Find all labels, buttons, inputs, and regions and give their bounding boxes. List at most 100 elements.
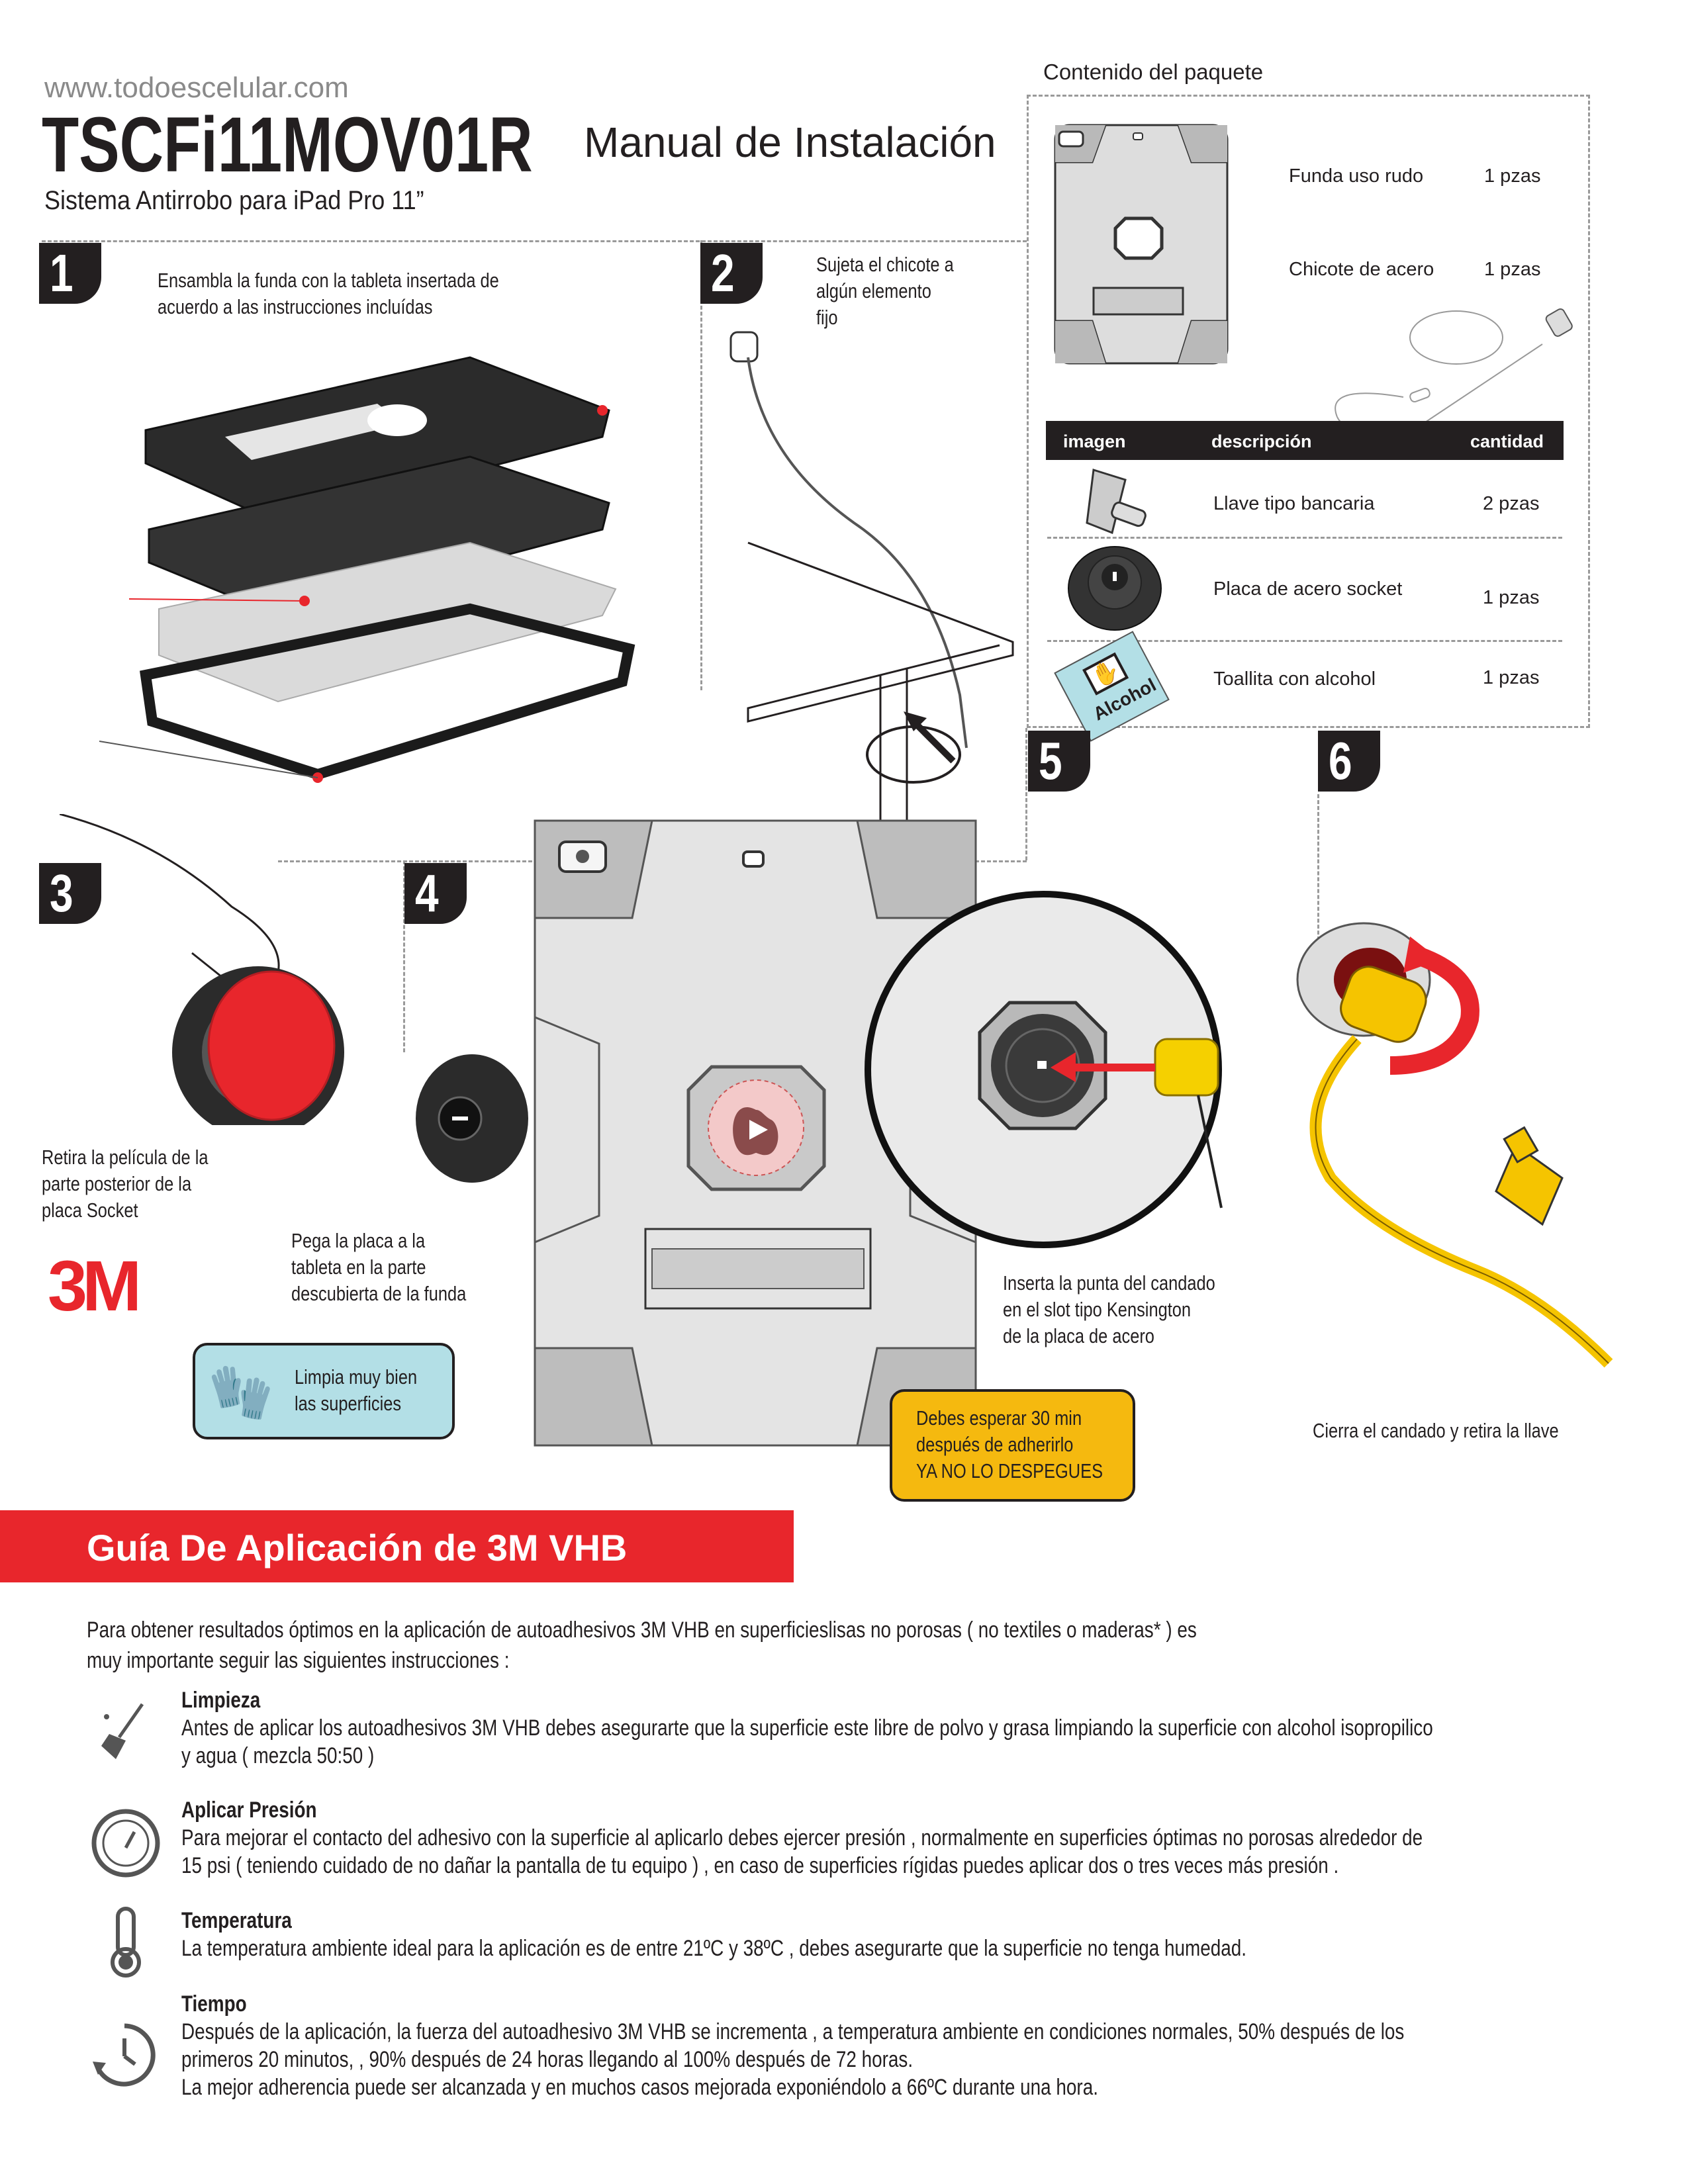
broom-icon (101, 1703, 144, 1759)
package-item-qty: 1 pzas (1484, 165, 1541, 187)
kensington-insert-zoom-illustration (865, 891, 1223, 1248)
clock-icon (93, 2023, 156, 2087)
step-4-badge: 4 (404, 863, 467, 924)
model-title-text: TSCFi11MOV01R (42, 101, 533, 189)
section-title: Limpieza (181, 1688, 261, 1713)
text-line: Después de la aplicación, la fuerza del … (181, 2019, 1405, 2044)
column-header-description: descripción (1211, 432, 1312, 451)
step-2-badge: 2 (700, 243, 763, 304)
package-title: Contenido del paquete (1043, 60, 1264, 84)
text-line: de la placa de acero (1003, 1324, 1154, 1347)
section-title: Aplicar Presión (181, 1797, 317, 1823)
step-number: 4 (415, 864, 439, 923)
socket-plate-illustration (1068, 546, 1162, 631)
step-number: 6 (1329, 731, 1352, 790)
package-item-desc: Chicote de acero (1289, 259, 1434, 280)
text-line: La mejor adherencia puede ser alcanzada … (181, 2075, 1098, 2100)
column-header-image: imagen (1063, 432, 1126, 451)
text-line: Sujeta el chicote a (816, 253, 954, 276)
step-1-text: Ensambla la funda con la tableta inserta… (158, 267, 574, 320)
text-line: primeros 20 minutos, , 90% después de 24… (181, 2047, 914, 2072)
subtitle-text: Sistema Antirrobo para iPad Pro 11” (44, 186, 424, 215)
table-divider (1047, 537, 1562, 539)
step-6-badge: 6 (1318, 731, 1380, 792)
text-line: algún elemento (816, 279, 931, 302)
text-line: descubierta de la funda (291, 1282, 467, 1305)
text-line: Debes esperar 30 min (916, 1406, 1082, 1430)
subtitle: Sistema Antirrobo para iPad Pro 11” (44, 185, 466, 216)
tablet-case-back-illustration (534, 819, 977, 1447)
divider (403, 860, 405, 1052)
step-6-text: Cierra el candado y retira la llave (1313, 1418, 1613, 1444)
text-line: Para obtener resultados óptimos en la ap… (87, 1617, 1197, 1643)
table-anchor-illustration (729, 331, 1014, 821)
guide-section-temperatura: Temperatura La temperatura ambiente idea… (181, 1907, 1480, 1962)
package-table-header: imagen descripción cantidad (1046, 421, 1564, 460)
clean-tip-text: Limpia muy bien las superficies (295, 1364, 444, 1417)
guide-banner: Guía De Aplicación de 3M VHB (0, 1510, 794, 1582)
table-row-qty: 1 pzas (1483, 667, 1540, 688)
step-3-text: Retira la película de la parte posterior … (42, 1144, 245, 1224)
text-line: Cierra el candado y retira la llave (1313, 1419, 1559, 1442)
text-line: placa Socket (42, 1199, 138, 1222)
step-number: 1 (50, 244, 73, 302)
text-line: fijo (816, 306, 838, 329)
text-line: y agua ( mezcla 50:50 ) (181, 1743, 375, 1768)
table-row-desc: Placa de acero socket (1213, 578, 1403, 600)
clean-tip-box: 🧤 Limpia muy bien las superficies (193, 1343, 455, 1439)
table-divider (1047, 640, 1562, 642)
text-line: tableta en la parte (291, 1255, 426, 1279)
divider (42, 240, 1027, 242)
text-line: YA NO LO DESPEGUES (916, 1459, 1103, 1482)
divider (1025, 728, 1027, 860)
text-line: después de adherirlo (916, 1433, 1074, 1456)
text-line: Antes de aplicar los autoadhesivos 3M VH… (181, 1715, 1433, 1741)
wait-warning-text: Debes esperar 30 min después de adherirlo… (916, 1405, 1144, 1484)
text-line: Retira la película de la (42, 1146, 209, 1169)
model-title: TSCFi11MOV01R (42, 101, 671, 189)
gauge-icon (91, 1809, 160, 1878)
bank-key-illustration (1086, 469, 1147, 535)
section-title: Tiempo (181, 1991, 247, 2017)
step-number: 5 (1039, 731, 1062, 790)
peel-film-illustration (60, 814, 344, 1125)
step-number: 2 (711, 244, 735, 302)
divider (1317, 794, 1319, 946)
3m-logo: 3M (48, 1246, 142, 1326)
case-assembly-illustration (99, 356, 635, 783)
guide-intro: Para obtener resultados óptimos en la ap… (87, 1615, 1440, 1676)
text-line: en el slot tipo Kensington (1003, 1298, 1192, 1321)
text-line: 15 psi ( teniendo cuidado de no dañar la… (181, 1853, 1339, 1878)
text-line: las superficies (295, 1392, 402, 1415)
guide-section-presion: Aplicar Presión Para mejorar el contacto… (181, 1796, 1688, 1880)
manual-title: Manual de Instalación (584, 118, 996, 166)
step-5-badge: 5 (1028, 731, 1090, 792)
table-row-qty: 1 pzas (1483, 587, 1540, 608)
step-3-badge: 3 (39, 863, 101, 924)
table-row-desc: Llave tipo bancaria (1213, 493, 1375, 514)
table-row-desc: Toallita con alcohol (1213, 668, 1376, 690)
thermometer-icon (111, 1907, 141, 1978)
cleaning-glove-icon: 🧤 (208, 1363, 274, 1422)
section-title: Temperatura (181, 1908, 292, 1933)
text-line: Ensambla la funda con la tableta inserta… (158, 269, 499, 292)
text-line: La temperatura ambiente ideal para la ap… (181, 1936, 1247, 1961)
guide-title: Guía De Aplicación de 3M VHB (87, 1527, 628, 1569)
table-row-qty: 2 pzas (1483, 493, 1540, 514)
package-item-desc: Funda uso rudo (1289, 165, 1424, 187)
text-line: Limpia muy bien (295, 1365, 418, 1388)
column-header-quantity: cantidad (1470, 432, 1544, 451)
website-url: www.todoescelular.com (44, 71, 349, 104)
wait-warning-box: Debes esperar 30 min después de adherirlo… (890, 1389, 1135, 1502)
package-item-qty: 1 pzas (1484, 259, 1541, 280)
step-1-badge: 1 (39, 243, 101, 304)
socket-plate-illustration (416, 1054, 528, 1183)
text-line: parte posterior de la (42, 1172, 192, 1195)
step-2-text: Sujeta el chicote a algún elemento fijo (816, 251, 984, 331)
guide-section-tiempo: Tiempo Después de la aplicación, la fuer… (181, 1990, 1673, 2101)
step-number: 3 (50, 864, 73, 923)
steel-cable-illustration (1335, 308, 1573, 433)
text-line: acuerdo a las instrucciones incluídas (158, 295, 433, 318)
